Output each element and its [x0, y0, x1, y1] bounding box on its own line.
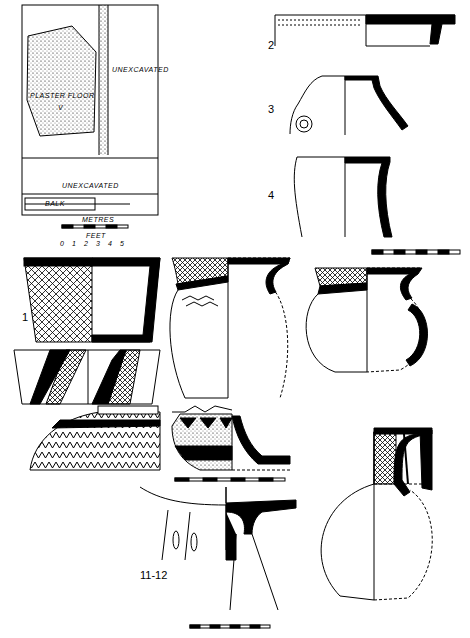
- scale-label: FEET: [86, 232, 106, 239]
- scale-number: 1: [72, 240, 76, 247]
- jar-profile: [294, 157, 460, 254]
- scale-number: 5: [120, 240, 124, 247]
- bowl-profile: [14, 350, 160, 404]
- figure-number: 11-12: [140, 570, 167, 581]
- figure-number: 3: [268, 104, 274, 115]
- bottle-profile: [321, 428, 432, 600]
- sherd: [30, 406, 160, 470]
- jar-profile: [290, 76, 408, 135]
- bowl-profile: [172, 406, 290, 481]
- scale-number: 2: [84, 240, 88, 247]
- jar-profile: [170, 258, 290, 398]
- site-plan: [22, 5, 158, 228]
- plan-label: V: [58, 104, 63, 111]
- scale-number: 3: [96, 240, 100, 247]
- plan-label: UNEXCAVATED: [62, 182, 119, 189]
- scale-label: METRES: [82, 216, 114, 223]
- rim-profile: [275, 15, 455, 46]
- plan-label: UNEXCAVATED: [112, 66, 169, 73]
- figure-number: 2: [268, 40, 274, 51]
- scale-number: 4: [108, 240, 112, 247]
- jar-profile: [306, 268, 427, 372]
- scale-number: 0: [60, 240, 64, 247]
- footed-vessel: [140, 487, 296, 628]
- bowl-profile: [24, 258, 160, 342]
- figure-number: 4: [268, 190, 274, 201]
- plan-label: PLASTER FLOOR: [30, 92, 94, 99]
- figure-number: 1: [22, 312, 28, 323]
- plan-label: BALK: [45, 200, 65, 207]
